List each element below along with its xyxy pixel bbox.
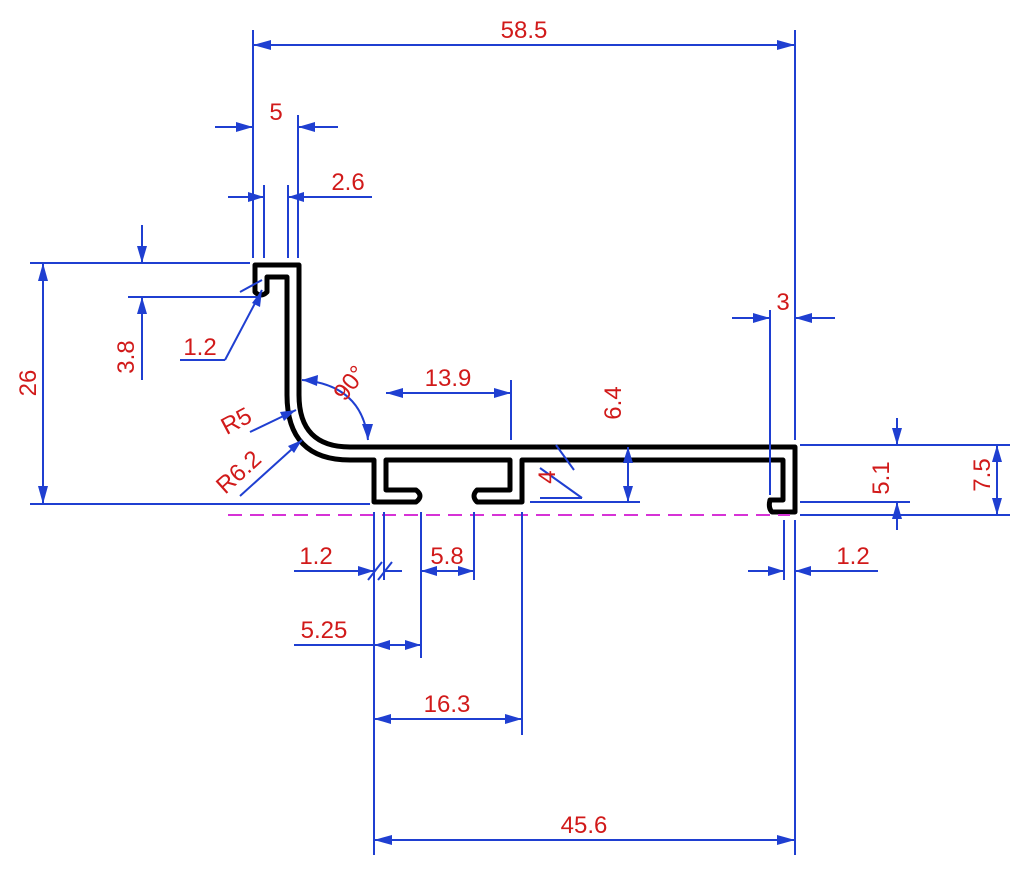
extension-lines	[30, 30, 1010, 855]
label-r6-2: R6.2	[211, 445, 267, 499]
dimension-45-6	[374, 835, 795, 845]
dimension-4	[539, 444, 583, 499]
label-26: 26	[15, 370, 42, 397]
dimension-16-3	[374, 714, 522, 724]
label-3: 3	[776, 289, 789, 316]
dimension-1-2-left	[294, 561, 402, 581]
dimension-3	[732, 313, 835, 323]
dimension-1-2-right	[748, 566, 878, 576]
dimension-r6-2-leader	[239, 439, 303, 497]
dimension-1-2-lip-leader	[180, 279, 263, 361]
label-r5: R5	[217, 402, 257, 440]
dimension-2-6	[228, 192, 372, 202]
label-58-5: 58.5	[501, 17, 548, 44]
label-3-8: 3.8	[113, 340, 140, 373]
dimension-58-5	[253, 40, 795, 50]
label-5-1: 5.1	[868, 461, 895, 494]
dimension-3-8	[137, 225, 147, 380]
dimension-labels: 58.5 5 2.6 26 3.8 1.2 90° R5 R6.2 13.9 6…	[15, 17, 996, 839]
dimension-6-4	[623, 447, 633, 502]
dimension-5-1	[892, 418, 902, 530]
label-90: 90°	[328, 361, 372, 406]
label-1-2-right: 1.2	[836, 543, 869, 570]
dimension-5-25	[294, 640, 421, 650]
dimension-26	[38, 263, 48, 504]
dimension-5-8	[421, 566, 474, 576]
label-5-25: 5.25	[301, 617, 348, 644]
label-5: 5	[269, 99, 282, 126]
dimension-r5-leader	[249, 409, 297, 433]
dimension-90-arc	[301, 375, 373, 441]
label-1-2-left: 1.2	[299, 543, 332, 570]
label-1-2-lip: 1.2	[183, 334, 216, 361]
label-16-3: 16.3	[424, 691, 471, 718]
label-6-4: 6.4	[600, 386, 627, 419]
label-2-6: 2.6	[331, 169, 364, 196]
aluminum-profile	[252, 262, 798, 515]
dimension-5	[215, 122, 338, 132]
label-4: 4	[534, 470, 561, 483]
dimension-7-5	[992, 445, 1002, 515]
label-13-9: 13.9	[425, 365, 472, 392]
dimension-13-9	[386, 388, 511, 398]
label-5-8: 5.8	[430, 543, 463, 570]
label-7-5: 7.5	[969, 458, 996, 491]
label-45-6: 45.6	[561, 812, 608, 839]
